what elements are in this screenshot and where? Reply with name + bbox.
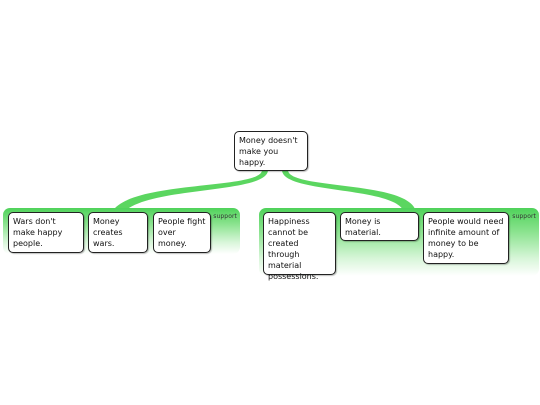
group-label-right: support (512, 213, 536, 220)
connector-left (112, 170, 268, 212)
node-money-creates-wars[interactable]: Money creates wars. (88, 212, 148, 253)
node-money-is-material[interactable]: Money is material. (340, 212, 419, 241)
node-happiness-cannot-be-created[interactable]: Happiness cannot be created through mate… (263, 212, 336, 281)
connector-right (282, 170, 416, 212)
node-infinite-money-to-be-happy[interactable]: People would need infinite amount of mon… (423, 212, 509, 264)
group-label-left: support (213, 213, 237, 220)
node-people-fight-over-money[interactable]: People fight over money. (153, 212, 211, 253)
root-node[interactable]: Money doesn't make you happy. (234, 131, 308, 171)
node-wars-dont-make-happy-people[interactable]: Wars don't make happy people. (8, 212, 84, 253)
